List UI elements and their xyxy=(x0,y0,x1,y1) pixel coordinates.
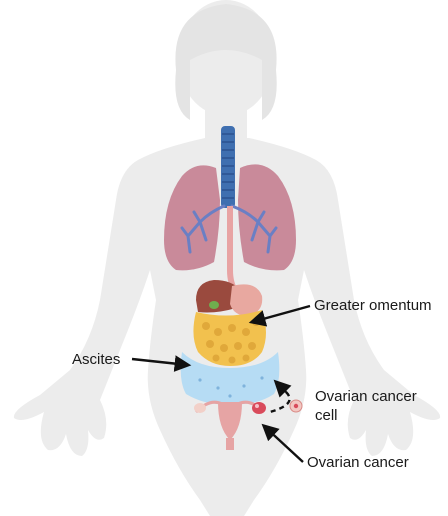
cervix xyxy=(226,438,234,450)
stomach xyxy=(230,284,262,316)
ovarian-tumor xyxy=(252,402,266,414)
label-greater-omentum: Greater omentum xyxy=(314,296,432,315)
label-ascites: Ascites xyxy=(72,350,120,369)
trachea-tube xyxy=(221,126,235,208)
gallbladder xyxy=(209,301,219,309)
label-ovarian-cancer-cell-line1: Ovarian cancer xyxy=(315,387,417,406)
label-ovarian-cancer: Ovarian cancer xyxy=(307,453,409,472)
label-ovarian-cancer-cell-line2: cell xyxy=(315,406,417,425)
ovarian-cancer-cell xyxy=(290,400,302,412)
greater-omentum xyxy=(193,310,266,366)
label-ovarian-cancer-cell: Ovarian cancer cell xyxy=(315,387,417,425)
trachea xyxy=(221,126,235,208)
left-ovary xyxy=(194,403,206,413)
cancer-cell-nucleus xyxy=(294,404,298,408)
